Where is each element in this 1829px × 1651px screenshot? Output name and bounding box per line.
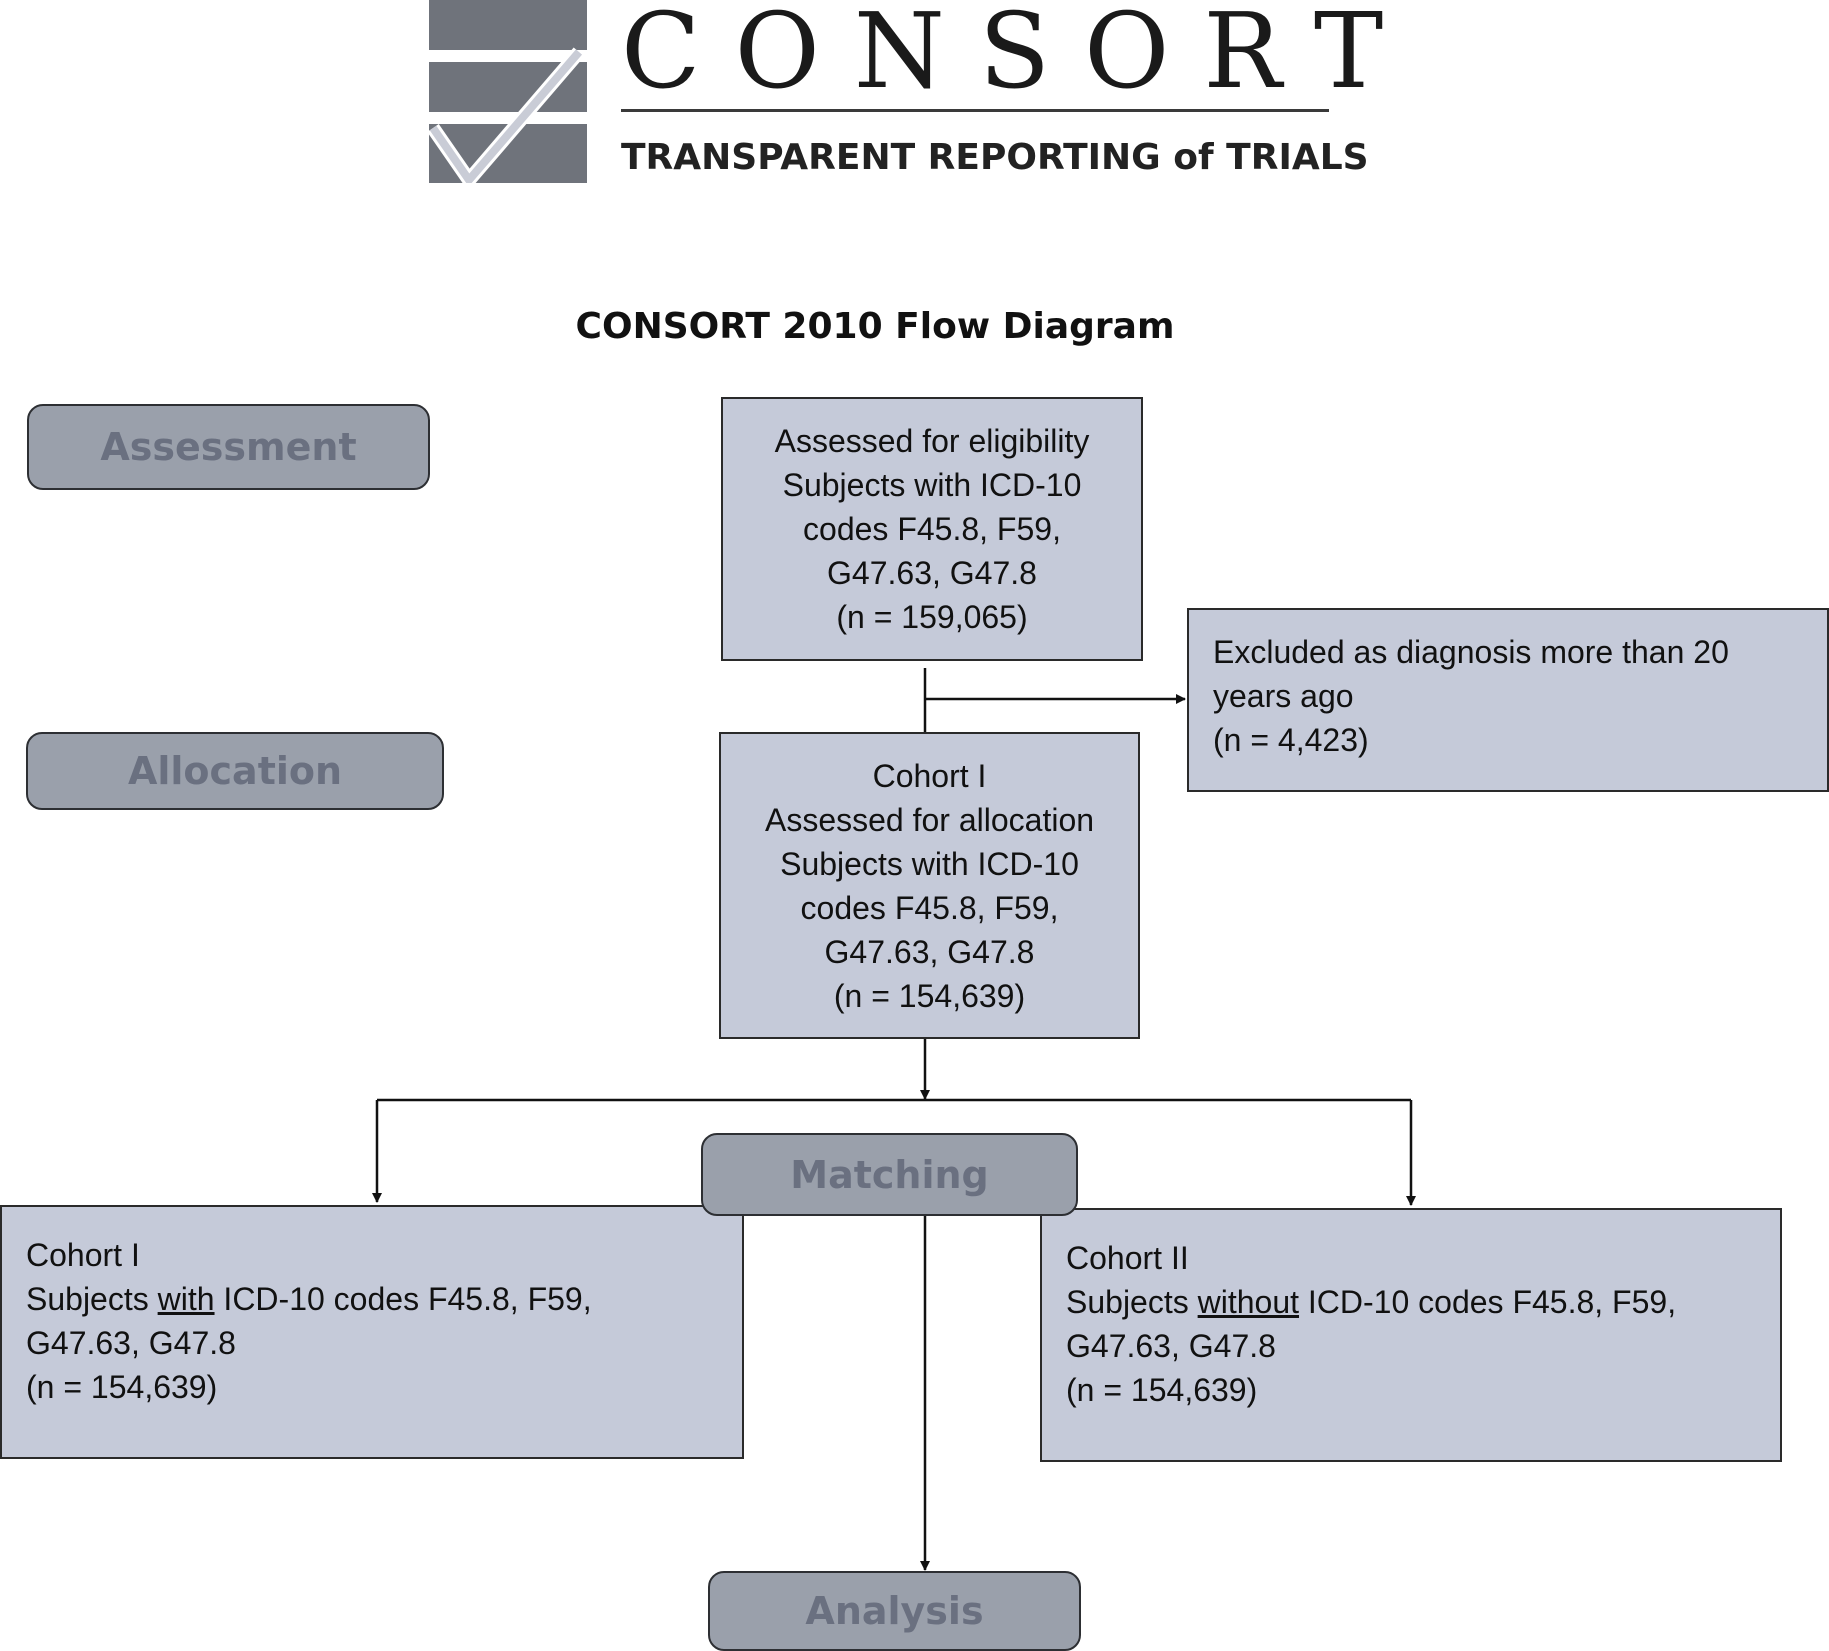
- cohort-2-count: (n = 154,639): [1066, 1372, 1258, 1408]
- cohort-2-title: Cohort II: [1066, 1240, 1189, 1276]
- cohort-1-criteria: Subjects with ICD-10 codes F45.8, F59,: [26, 1277, 718, 1321]
- allocation-heading: Assessed for allocation: [764, 801, 1095, 838]
- allocation-criteria-line: Subjects with ICD-10: [780, 845, 1079, 882]
- cohort-1-criteria-prefix: Subjects: [26, 1281, 158, 1317]
- box-excluded: Excluded as diagnosis more than 20 years…: [1187, 608, 1829, 792]
- allocation-codes-line: G47.63, G47.8: [824, 933, 1035, 970]
- cohort-1-codes-line: G47.63, G47.8: [26, 1325, 236, 1361]
- allocation-codes-line: codes F45.8, F59,: [800, 889, 1059, 926]
- cohort-1-title: Cohort I: [26, 1237, 140, 1273]
- cohort-1-criteria-suffix: ICD-10 codes F45.8, F59,: [214, 1281, 592, 1317]
- cohort-2-criteria: Subjects without ICD-10 codes F45.8, F59…: [1066, 1280, 1756, 1324]
- eligibility-count: (n = 159,065): [836, 599, 1028, 635]
- eligibility-codes-line: codes F45.8, F59,: [803, 511, 1061, 547]
- logo-tagline: TRANSPARENT REPORTING of TRIALS: [621, 137, 1369, 178]
- box-eligibility: Assessed for eligibility Subjects with I…: [721, 397, 1143, 661]
- diagram-title: CONSORT 2010 Flow Diagram: [575, 306, 1175, 347]
- box-cohort-1: Cohort I Subjects with ICD-10 codes F45.…: [0, 1205, 744, 1459]
- cohort-1-count: (n = 154,639): [26, 1369, 218, 1405]
- stage-analysis: Analysis: [708, 1571, 1081, 1651]
- stage-assessment: Assessment: [27, 404, 430, 490]
- allocation-count: (n = 154,639): [833, 977, 1026, 1014]
- cohort-2-criteria-prefix: Subjects: [1066, 1284, 1198, 1320]
- eligibility-criteria-line: Subjects with ICD-10: [782, 467, 1082, 503]
- excluded-count: (n = 4,423): [1213, 722, 1369, 758]
- logo-divider: [621, 109, 1329, 112]
- cohort-2-criteria-emphasis: without: [1197, 1284, 1300, 1320]
- cohort-1-criteria-emphasis: with: [157, 1281, 215, 1317]
- excluded-reason: Excluded as diagnosis more than 20: [1213, 634, 1729, 670]
- stage-matching: Matching: [701, 1133, 1078, 1216]
- cohort-2-criteria-suffix: ICD-10 codes F45.8, F59,: [1299, 1284, 1677, 1320]
- consort-logo-icon: [429, 0, 587, 183]
- eligibility-heading: Assessed for eligibility: [774, 423, 1090, 459]
- cohort-2-codes-line: G47.63, G47.8: [1066, 1328, 1276, 1364]
- allocation-cohort-label: Cohort I: [872, 757, 987, 794]
- stage-allocation: Allocation: [26, 732, 444, 810]
- logo-wordmark: CONSORT: [621, 0, 1418, 112]
- excluded-reason-continued: years ago: [1213, 678, 1354, 714]
- box-cohort-2: Cohort II Subjects without ICD-10 codes …: [1040, 1208, 1782, 1462]
- box-allocation: Cohort I Assessed for allocation Subject…: [719, 732, 1140, 1039]
- eligibility-codes-line: G47.63, G47.8: [827, 555, 1037, 591]
